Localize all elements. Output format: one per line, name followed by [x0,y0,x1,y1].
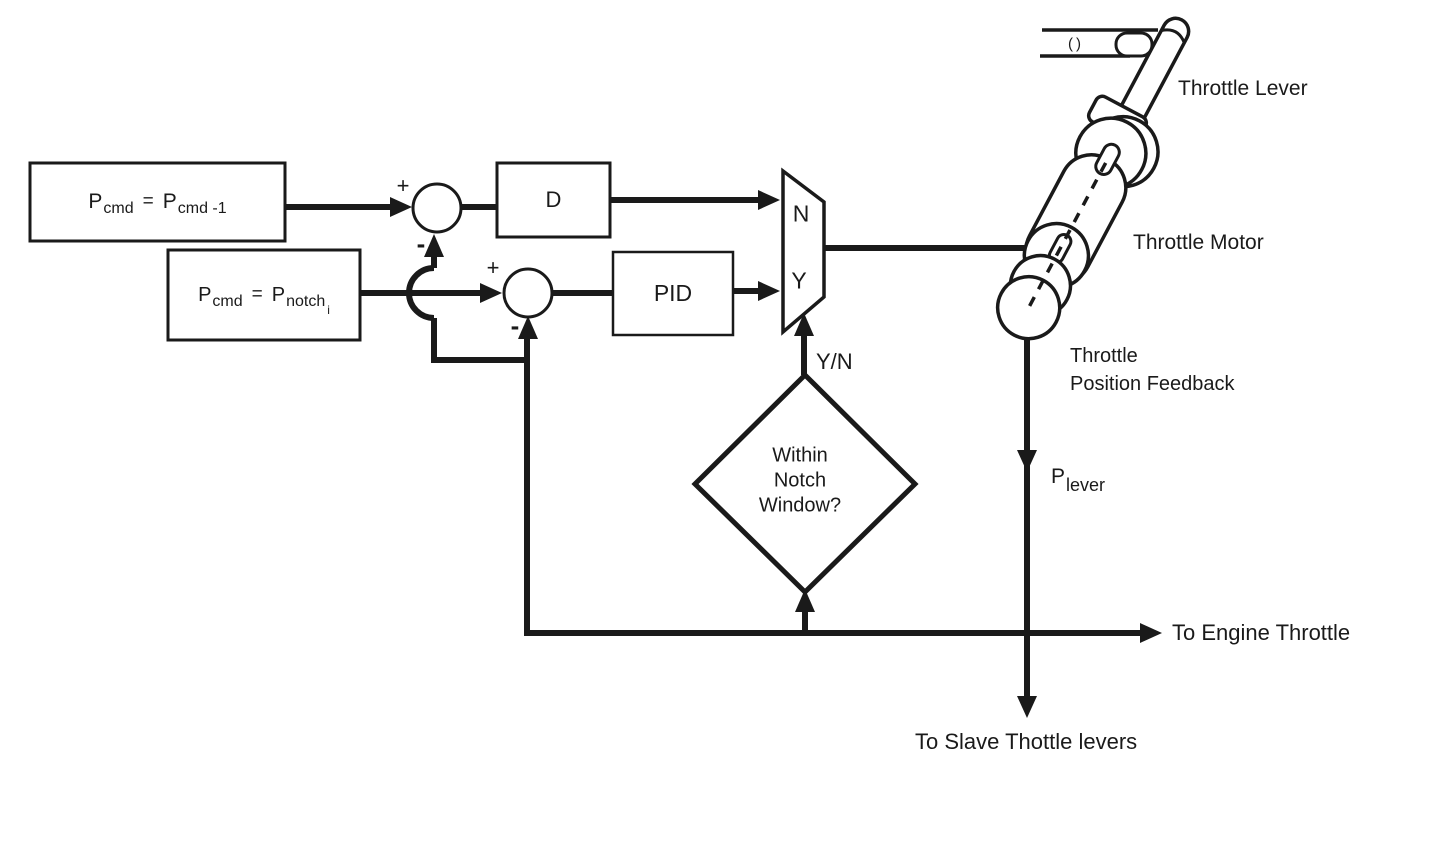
p-lever-main: P [1051,465,1066,488]
pid-block-box [611,250,735,337]
mux-n-label: N [792,200,810,227]
d-block-text: D [545,187,562,212]
arrowhead-plever [1017,450,1037,472]
throttle-lever-label: Throttle Lever [1178,77,1308,100]
pid-block-label: PID [613,252,733,335]
eq2-p1: P [198,283,212,306]
mount-bracket [1040,28,1158,58]
p-lever-sub: lever [1066,475,1106,495]
arrowhead-to-slave [1017,696,1037,718]
arrowhead-decision-input [795,589,815,612]
sum-junction-2 [502,267,554,319]
to-slave-label: To Slave Thottle levers [915,729,1138,754]
arrowhead-sum1-input [390,197,412,217]
decision-line3: Window? [758,494,842,517]
arrowhead-to-engine [1140,623,1162,643]
bracket-glyph: () [1068,35,1084,53]
feedback-branch-line [431,318,527,363]
throttle-motor-label: Throttle Motor [1133,231,1264,254]
sum1-plus-sign: + [396,173,410,198]
d-block-label: D [497,163,610,237]
to-engine-label: To Engine Throttle [1172,620,1351,645]
decision-diamond [691,371,919,596]
decision-line1: Within [772,444,828,467]
d-block-box [495,161,612,239]
sum-junction-1 [411,182,463,234]
eq2-equals: = [251,284,263,305]
position-feedback-line1: Throttle [1070,345,1138,367]
eq1-sub1: cmd [103,200,134,217]
eq2-sub2b: i [327,303,330,317]
sum1-minus-sign: - [416,228,426,259]
feedback-line-hop [406,265,435,321]
cmd-prev-box [28,161,287,243]
cmd-notch-box [166,248,362,342]
feedback-and-engine-line [524,336,1140,636]
feedback-disc-front [995,274,1062,341]
eq1-p2: P [162,190,177,213]
arrowhead-sum2-input [480,283,502,303]
arrowhead-mux-y-input [758,281,780,301]
sum2-plus-sign: + [486,255,500,280]
position-feedback-line2: Position Feedback [1070,373,1235,395]
arrowhead-sum1-feedback [424,234,444,257]
eq1-sub2: cmd -1 [177,200,227,217]
eq2-sub1: cmd [212,293,243,310]
eq1-equals: = [142,191,154,212]
throttle-motor-graphic [995,94,1160,341]
eq2-sub2: notch [286,293,326,310]
arrowhead-mux-n-input [758,190,780,210]
pid-block-text: PID [653,280,693,306]
arrowhead-sum2-feedback [518,316,538,339]
bracket-pivot-pill [1114,31,1154,58]
p-lever-label: Plever [1051,465,1105,495]
mux-y-label: Y [791,267,807,294]
arrowhead-mux-select [794,313,814,336]
position-feedback-label: Throttle Position Feedback [1070,342,1235,398]
eq2-p2: P [271,283,286,306]
lever-cap-line [1161,28,1186,44]
decision-label: Within Notch Window? [759,444,841,519]
decision-line2: Notch [773,469,827,492]
sum2-minus-sign: - [510,310,520,341]
mux-select-label: Y/N [816,349,853,374]
motor-axis-dashed-line [1028,162,1108,307]
eq1-p1: P [88,190,103,213]
mux-selector [781,167,826,336]
